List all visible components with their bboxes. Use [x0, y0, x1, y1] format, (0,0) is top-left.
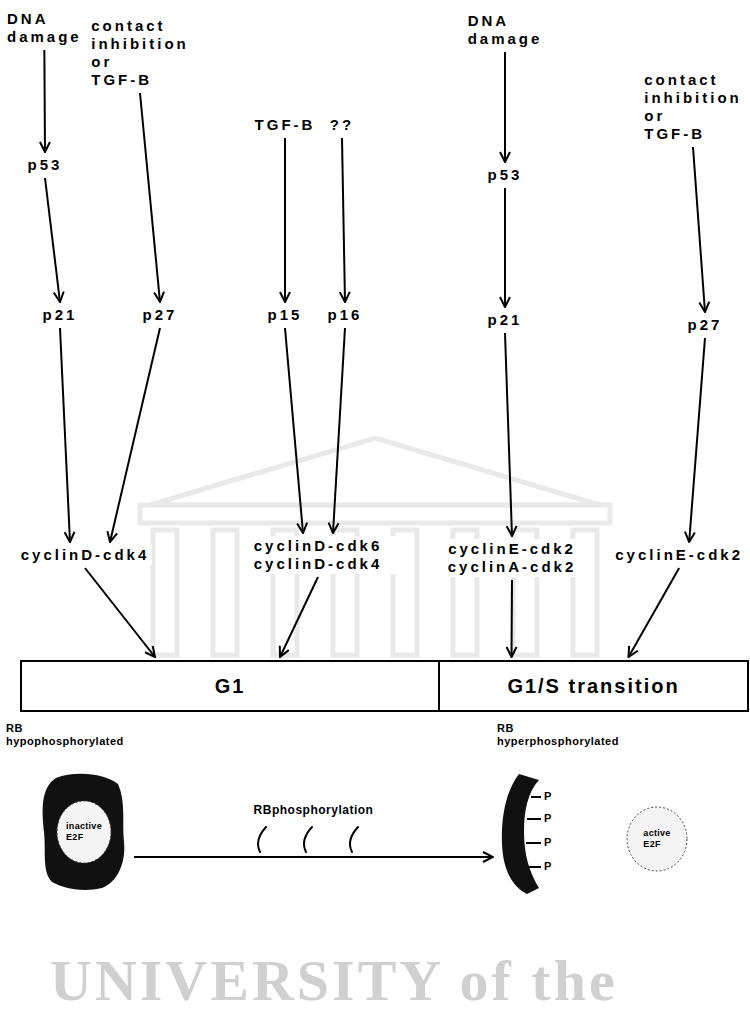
protein-label: p53 [485, 165, 526, 185]
node-text: p15 [265, 305, 306, 325]
node-text: p21 [40, 305, 81, 325]
inhibitor-label: p21 [485, 310, 526, 330]
node-text: p16 [325, 305, 366, 325]
phosphate-label: P [544, 812, 551, 825]
node-text: p53 [25, 155, 66, 175]
inhibitor-label: p16 [325, 305, 366, 325]
phase-box: G1/S transition [438, 660, 749, 712]
node-text: RB hypophosphorylated [6, 722, 124, 748]
node-text: ?? [327, 115, 357, 135]
phosphate-label: P [544, 836, 551, 849]
building-column [153, 530, 177, 655]
inhibitor-label: p27 [685, 315, 726, 335]
node-text: inactive E2F [66, 821, 102, 843]
inhibitor-label: p27 [140, 305, 181, 325]
building-entablature [140, 505, 610, 523]
complex-label: cyclinE-cdk2 [612, 545, 746, 565]
phase-box: G1 [20, 660, 440, 712]
rb-protein: RB hypophosphorylated inactive E2F [6, 722, 130, 897]
rb-shape-fill [43, 774, 125, 890]
arrow-connector [284, 138, 286, 302]
arrow-connector [333, 328, 345, 533]
inhibitor-label: p21 [40, 305, 81, 325]
e2f-outline [56, 800, 112, 864]
node-text: cyclinD-cdk4 [18, 545, 153, 565]
node-text: cyclinE-cdk2 [612, 545, 746, 565]
complex-label: cyclinE-cdk2 cyclinA-cdk2 [434, 539, 590, 577]
node-text: active E2F [643, 828, 670, 850]
phosphate-label: P [544, 860, 551, 873]
node-text: G1 [215, 674, 246, 698]
arrow-connector [504, 188, 506, 307]
node-text: G1/S transition [507, 674, 679, 698]
node-text: cyclinD-cdk6 cyclinD-cdk4 [240, 536, 396, 574]
curved-arrow [258, 827, 266, 852]
arrow-connector [504, 52, 506, 162]
arrow-connector [45, 178, 60, 302]
signal-label: TGF-B [252, 115, 319, 135]
e2f-ellipse: active E2F [626, 806, 688, 872]
node-text: cyclinE-cdk2 cyclinA-cdk2 [434, 539, 590, 577]
phosphate-tick [531, 796, 541, 798]
arrow-connector [43, 50, 46, 152]
phosphate-tick [529, 866, 541, 868]
node-text: DNA damage [465, 11, 546, 49]
complex-label: cyclinD-cdk6 cyclinD-cdk4 [240, 536, 396, 574]
rb-protein: RB hyperphosphorylated [497, 722, 619, 897]
building-pediment [150, 438, 600, 505]
building-column [393, 530, 417, 655]
arrow-connector [60, 328, 70, 542]
phosphate-ticks [526, 797, 541, 867]
watermark-text: UNIVERSITY of the [50, 948, 618, 1015]
node-text: contact inhibition or TGF-B [641, 70, 744, 144]
arrow-connector [693, 147, 705, 312]
arrow-connector [110, 328, 160, 542]
phosphorylation-curves [258, 827, 358, 852]
phosphate-tick [527, 818, 541, 820]
e2f-ellipse: inactive E2F [56, 800, 112, 864]
arrow-connector [689, 338, 705, 542]
node-text: TGF-B [252, 115, 319, 135]
rb-shape-fill [502, 774, 539, 894]
arrow-connector [140, 93, 160, 302]
arrow-connector [285, 328, 303, 533]
arrow-connector [85, 568, 155, 657]
node-text: contact inhibition or TGF-B [88, 16, 191, 90]
phosphate-label: P [544, 790, 551, 803]
arrow-connector [505, 333, 512, 536]
rb-shape [497, 722, 637, 897]
node-text: p27 [685, 315, 726, 335]
curved-arrow [304, 827, 312, 852]
signal-label: ?? [327, 115, 357, 135]
edge-label: RBphosphorylation [251, 802, 377, 818]
arrow-connector [342, 138, 345, 302]
watermark-building [140, 438, 610, 655]
arrow-connector [134, 856, 493, 858]
protein-label: p53 [25, 155, 66, 175]
signal-label: contact inhibition or TGF-B [88, 16, 191, 90]
complex-label: cyclinD-cdk4 [18, 545, 153, 565]
node-text: p21 [485, 310, 526, 330]
arrow-connector [511, 580, 514, 657]
arrow-connector [629, 568, 680, 657]
building-column [213, 530, 237, 655]
node-text: RB hyperphosphorylated [497, 722, 619, 748]
e2f-ellipse-shape [57, 801, 111, 863]
arrow-connector [280, 577, 318, 657]
phosphate-tick [526, 842, 541, 844]
node-text: p27 [140, 305, 181, 325]
e2f-ellipse-shape [627, 807, 687, 871]
node-text: DNA damage [4, 9, 85, 47]
signal-label: DNA damage [465, 11, 546, 49]
inhibitor-label: p15 [265, 305, 306, 325]
signal-label: DNA damage [4, 9, 85, 47]
node-text: p53 [485, 165, 526, 185]
curved-arrow [350, 827, 358, 852]
signal-label: contact inhibition or TGF-B [641, 70, 744, 144]
